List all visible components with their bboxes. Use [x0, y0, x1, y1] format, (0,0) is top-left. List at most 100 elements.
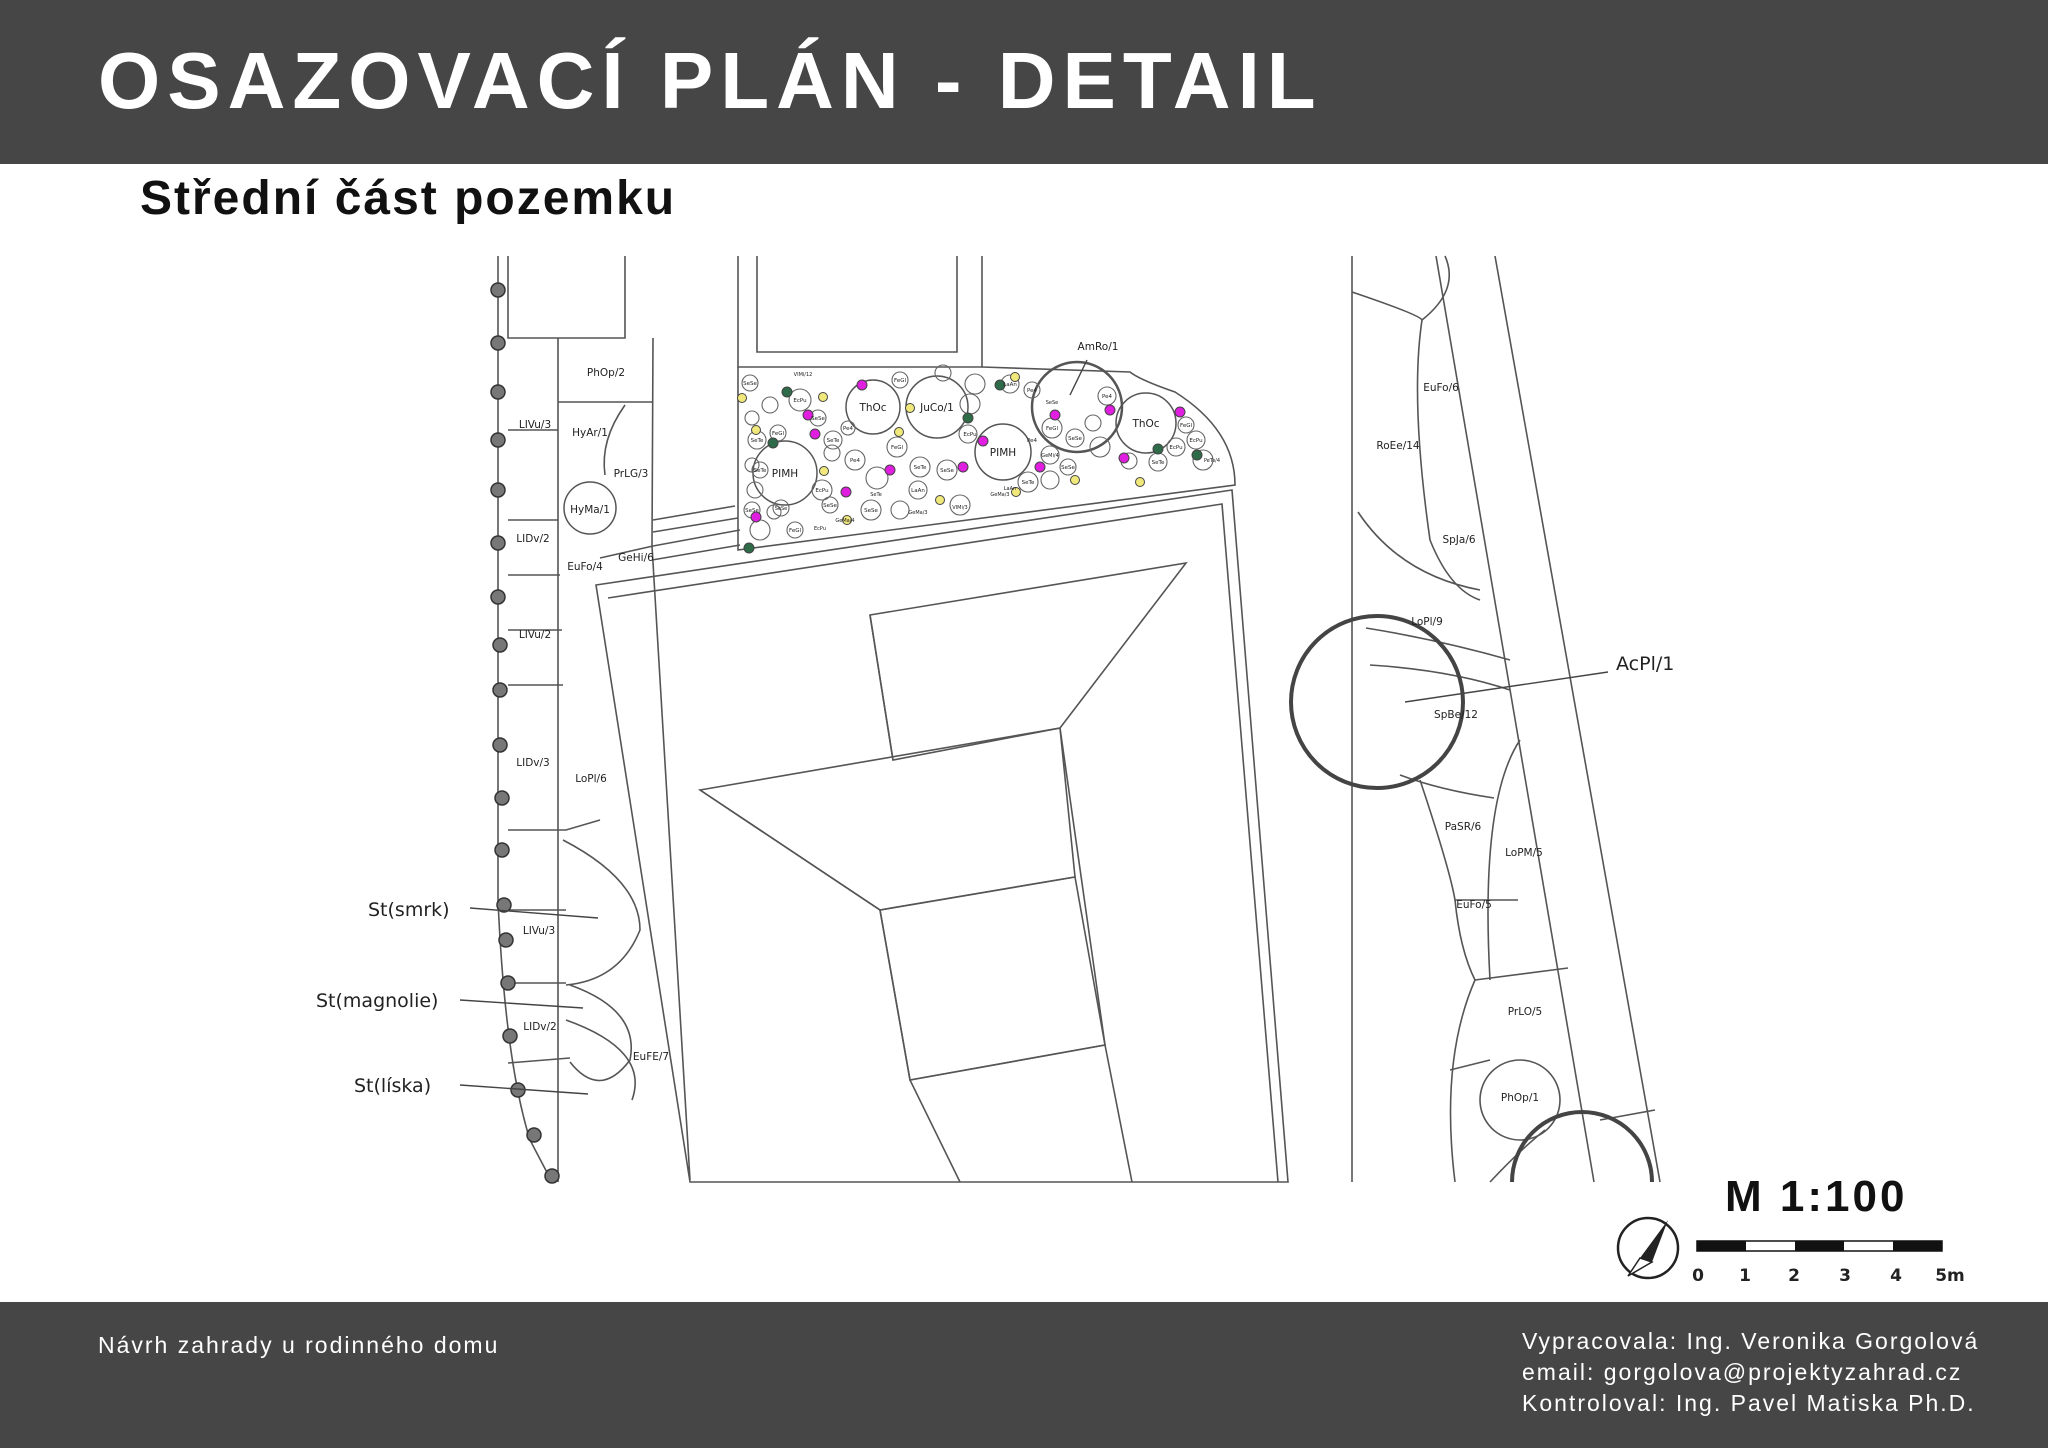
svg-text:VIMi/3: VIMi/3 — [952, 505, 967, 511]
plant-label: EuFE/7 — [633, 1051, 669, 1063]
plant-label: PhOp/1 — [1501, 1092, 1539, 1104]
svg-text:FeGl: FeGl — [789, 528, 802, 534]
plant-label: LIVu/2 — [519, 629, 551, 641]
plant-label: GeHi/6 — [618, 552, 654, 564]
plant-label: LIDv/3 — [516, 757, 549, 769]
svg-text:SeTe: SeTe — [827, 438, 840, 444]
svg-text:EcPu: EcPu — [814, 526, 826, 532]
author-email: email: gorgolova@projektyzahrad.cz — [1522, 1359, 1963, 1385]
svg-text:FeGl: FeGl — [772, 431, 785, 437]
svg-text:SeTe: SeTe — [870, 492, 882, 498]
svg-text:SeSe: SeSe — [811, 416, 825, 422]
plant-label: EuFo/4 — [567, 561, 603, 573]
edge-labels: VIMi/12 VIMi/3 GeMa/4 GeMa/3 GeMa/3 SeSe… — [775, 372, 1220, 532]
svg-text:Pe4: Pe4 — [1027, 438, 1038, 444]
author: Vypracovala: Ing. Veronika Gorgolová — [1522, 1328, 1980, 1354]
tree-label-smrk: St(smrk) — [368, 899, 450, 921]
plant-label: HyAr/1 — [572, 427, 608, 439]
plant-label: EuFo/5 — [1456, 899, 1492, 911]
svg-text:GeMi/4: GeMi/4 — [1041, 453, 1059, 459]
svg-text:FeGl: FeGl — [891, 445, 904, 451]
svg-text:SeSe: SeSe — [775, 506, 788, 512]
scale-label: M 1:100 — [1725, 1172, 1908, 1221]
svg-text:EcPu: EcPu — [1189, 438, 1202, 444]
svg-text:VIMi/12: VIMi/12 — [794, 372, 813, 378]
svg-text:EcPu: EcPu — [793, 398, 806, 404]
footer-bar: Návrh zahrady u rodinného domu Vypracova… — [0, 1302, 2048, 1448]
plant-label: PrLG/3 — [614, 468, 649, 480]
svg-text:4: 4 — [1890, 1266, 1902, 1286]
svg-text:Pe4: Pe4 — [850, 458, 861, 464]
svg-text:GeMa/3: GeMa/3 — [908, 510, 927, 516]
plant-label: LoPl/6 — [575, 773, 607, 785]
plant-label: PIMH — [772, 468, 798, 480]
svg-text:EcPu: EcPu — [815, 488, 828, 494]
svg-text:SeSe: SeSe — [1061, 465, 1075, 471]
page-title: OSAZOVACÍ PLÁN - DETAIL — [98, 36, 1323, 125]
svg-text:PeTe/4: PeTe/4 — [1204, 458, 1220, 464]
svg-text:5m: 5m — [1935, 1266, 1965, 1286]
svg-text:SeSe: SeSe — [745, 508, 759, 514]
plant-label: SpBe/12 — [1434, 709, 1478, 721]
scale-bar — [1696, 1240, 1943, 1252]
credits: Vypracovala: Ing. Veronika Gorgolová ema… — [1522, 1326, 1979, 1419]
svg-text:SeSe: SeSe — [743, 381, 757, 387]
plant-label: EuFo/6 — [1423, 382, 1459, 394]
svg-text:SeTe: SeTe — [914, 465, 927, 471]
plant-label: RoEe/14 — [1376, 440, 1420, 452]
svg-text:SeTe: SeTe — [1152, 460, 1165, 466]
perennial-circles — [741, 364, 1214, 541]
plant-label: LIVu/3 — [523, 925, 555, 937]
svg-text:SeSe: SeSe — [1068, 436, 1082, 442]
svg-text:Pe4: Pe4 — [1102, 394, 1113, 400]
project-name: Návrh zahrady u rodinného domu — [98, 1332, 500, 1358]
svg-text:SeSe: SeSe — [940, 468, 954, 474]
svg-text:EcPu: EcPu — [1169, 445, 1182, 451]
north-arrow-icon — [1616, 1216, 1680, 1280]
plant-label: ThOc — [1131, 418, 1159, 430]
plant-label: LoPl/9 — [1411, 616, 1443, 628]
svg-text:LaAn: LaAn — [911, 488, 925, 494]
svg-text:Pe4: Pe4 — [1027, 388, 1038, 394]
plant-label: SpJa/6 — [1442, 534, 1475, 546]
svg-text:SeSe: SeSe — [1046, 400, 1059, 406]
fence-posts — [490, 282, 560, 1184]
tree-label-liska: St(líska) — [354, 1075, 431, 1097]
svg-text:LaAn: LaAn — [1003, 382, 1017, 388]
svg-text:1: 1 — [1739, 1266, 1751, 1286]
plant-label: PIMH — [990, 447, 1016, 459]
plant-label: LIDv/2 — [523, 1021, 556, 1033]
plant-label: HyMa/1 — [570, 504, 610, 516]
svg-text:SeSe: SeSe — [864, 508, 878, 514]
svg-text:GeMa/3: GeMa/3 — [990, 492, 1009, 498]
svg-text:EcPu: EcPu — [963, 432, 976, 438]
svg-text:Pe4: Pe4 — [843, 426, 854, 432]
svg-text:LaAn: LaAn — [1004, 486, 1016, 492]
plant-label: LIDv/2 — [516, 533, 549, 545]
svg-text:2: 2 — [1788, 1266, 1800, 1286]
perennial-labels: SeSe FeGl EcPu SeTe SeSe FeGl SeSe EcPu … — [743, 378, 1202, 534]
svg-text:0: 0 — [1692, 1266, 1704, 1286]
checked-by: Kontroloval: Ing. Pavel Matiska Ph.D. — [1522, 1390, 1976, 1416]
plant-label: ThOc — [858, 402, 886, 414]
svg-text:FeGl: FeGl — [894, 378, 907, 384]
svg-text:FeGl: FeGl — [1180, 423, 1193, 429]
plant-label: LIVu/3 — [519, 419, 551, 431]
plant-label: PaSR/6 — [1445, 821, 1482, 833]
svg-text:SeTe: SeTe — [1022, 480, 1035, 486]
svg-text:3: 3 — [1839, 1266, 1851, 1286]
tree-label-acpl: AcPl/1 — [1616, 653, 1674, 675]
svg-text:SeSe: SeSe — [823, 503, 837, 509]
svg-text:FeGl: FeGl — [1046, 426, 1059, 432]
plant-label: PhOp/2 — [587, 367, 625, 379]
tree-label-magnolie: St(magnolie) — [316, 990, 438, 1012]
plant-label: AmRo/1 — [1078, 341, 1119, 353]
plant-label: PrLO/5 — [1508, 1006, 1542, 1018]
plant-label: LoPM/5 — [1505, 847, 1543, 859]
svg-text:SeTe: SeTe — [751, 438, 764, 444]
svg-text:GeMa/4: GeMa/4 — [835, 518, 854, 524]
plant-label: JuCo/1 — [919, 402, 954, 414]
scale-ticks: 0 1 2 3 4 5m — [1692, 1266, 1965, 1286]
header-bar: OSAZOVACÍ PLÁN - DETAIL — [0, 0, 2048, 164]
svg-text:SeTe: SeTe — [754, 468, 767, 474]
